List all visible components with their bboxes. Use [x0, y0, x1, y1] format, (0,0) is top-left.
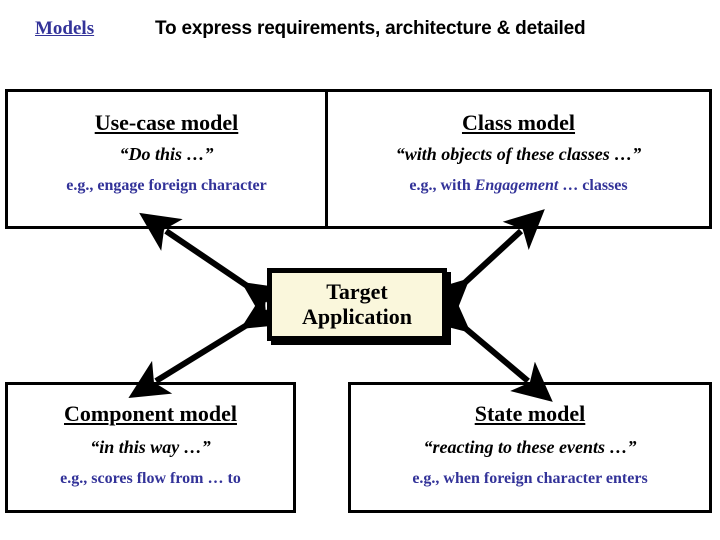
class-model-title: Class model: [461, 110, 576, 135]
arrow-target-to-component: [128, 291, 285, 398]
state-model-title: State model: [474, 401, 586, 426]
class-model-box: Class model “with objects of these class…: [328, 89, 712, 229]
class-model-example-pre: e.g., with: [409, 176, 475, 194]
class-model-example-emphasis: Engagement: [474, 176, 559, 194]
models-label[interactable]: Models: [35, 18, 95, 39]
use-case-model-box: Use-case model “Do this …” e.g., engage …: [5, 89, 328, 229]
state-model-quote: “reacting to these events …”: [423, 437, 637, 458]
page-title: To express requirements, architecture & …: [155, 18, 586, 39]
use-case-model-example: e.g., engage foreign character: [66, 176, 267, 194]
arrow-target-to-use-case: [139, 212, 285, 320]
target-application-line-1: Target: [326, 278, 388, 304]
component-model-box: Component model “in this way …” e.g., sc…: [5, 382, 296, 513]
target-application-box: Target Application: [267, 268, 447, 341]
class-model-quote: “with objects of these classes …”: [395, 144, 642, 165]
use-case-model-quote: “Do this …”: [119, 144, 214, 165]
use-case-model-title: Use-case model: [94, 110, 239, 135]
target-application-line-2: Application: [301, 303, 413, 329]
class-model-example: e.g., with Engagement … classes: [328, 176, 709, 195]
arrow-target-to-class: [427, 209, 545, 320]
component-model-quote: “in this way …”: [90, 437, 211, 458]
state-model-example: e.g., when foreign character enters: [412, 469, 648, 487]
state-model-box: State model “reacting to these events …”…: [348, 382, 712, 513]
class-model-example-post: … classes: [558, 176, 628, 194]
arrow-target-to-state: [428, 292, 553, 402]
component-model-title: Component model: [64, 401, 237, 426]
component-model-example: e.g., scores flow from … to: [60, 469, 241, 487]
